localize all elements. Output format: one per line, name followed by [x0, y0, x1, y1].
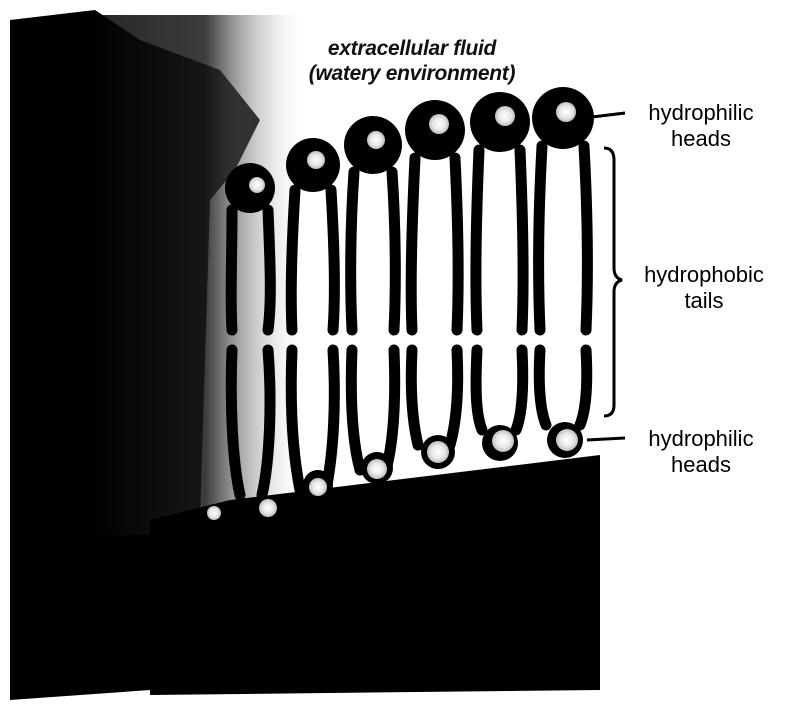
tail-pair	[351, 172, 396, 330]
tails-line1: hydrophobic	[622, 262, 786, 288]
top-heads-label: hydrophilic heads	[626, 100, 776, 152]
lower-tail-pair	[539, 350, 587, 425]
top-head-highlight	[429, 114, 449, 134]
bottom-heads-line2: heads	[626, 452, 776, 478]
bottom-head-highlight	[427, 441, 449, 463]
top-head-highlight	[249, 177, 265, 193]
env-label-line2: (watery environment)	[262, 61, 562, 86]
top-head-highlight	[495, 106, 515, 126]
extracellular-fluid-label: extracellular fluid (watery environment)	[262, 36, 562, 86]
env-label-line1: extracellular fluid	[262, 36, 562, 61]
lower-tail-pair	[351, 350, 394, 470]
tail-pair	[539, 146, 588, 330]
top-heads-line1: hydrophilic	[626, 100, 776, 126]
bottom-head-highlight	[367, 459, 387, 479]
tail-pair	[476, 150, 523, 330]
top-heads-line2: heads	[626, 126, 776, 152]
bottom-head-highlight	[492, 430, 514, 452]
bottom-head-highlight	[207, 506, 221, 520]
bottom-heads-line1: hydrophilic	[626, 426, 776, 452]
top-head-highlight	[307, 151, 325, 169]
tails-bracket	[604, 148, 622, 416]
tail-pair	[411, 158, 458, 330]
lower-tail-pair	[476, 350, 523, 430]
lower-tail-pair	[411, 350, 457, 445]
bottom-head-highlight	[259, 499, 277, 517]
bottom-head-highlight	[309, 478, 327, 496]
top-head-highlight	[556, 102, 576, 122]
bottom-heads-pointer	[587, 438, 625, 440]
tails-line2: tails	[622, 288, 786, 314]
top-head-highlight	[367, 131, 385, 149]
bottom-heads-label: hydrophilic heads	[626, 426, 776, 478]
top-heads-pointer	[592, 113, 625, 117]
tails-label: hydrophobic tails	[622, 262, 786, 314]
bottom-head-highlight	[556, 429, 578, 451]
